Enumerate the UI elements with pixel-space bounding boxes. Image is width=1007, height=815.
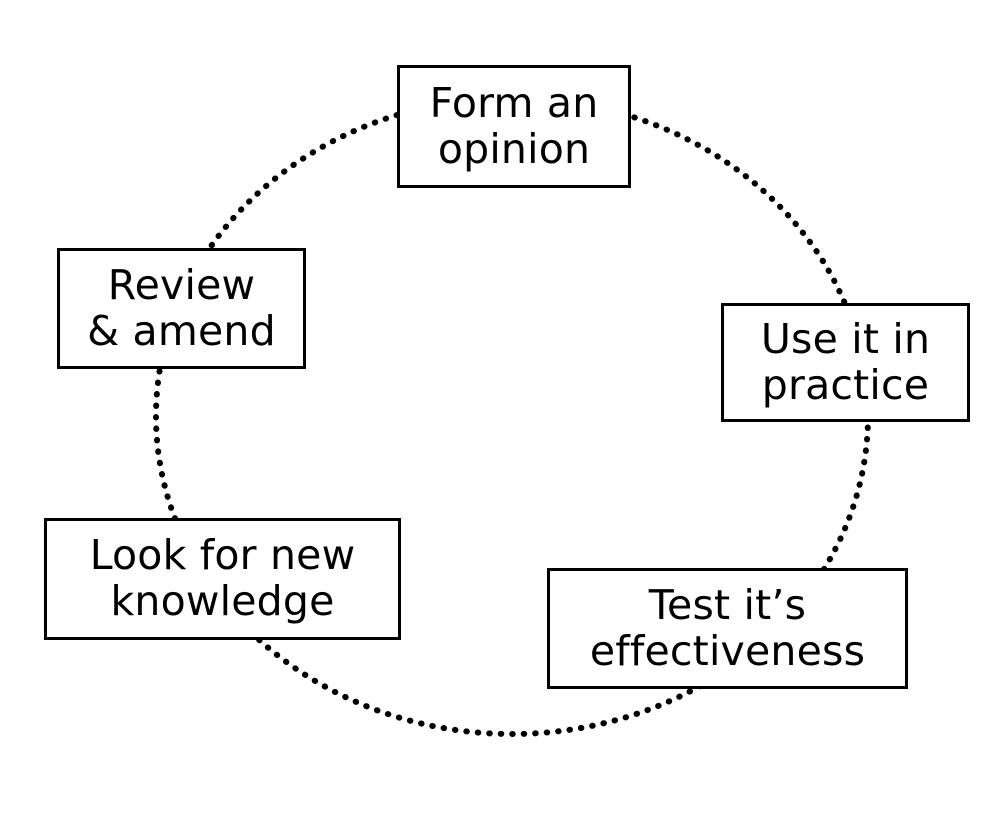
node-form-an-opinion[interactable]: Form an opinion xyxy=(397,65,631,188)
node-use-it-in-practice[interactable]: Use it in practice xyxy=(721,303,970,422)
node-label: Look for new knowledge xyxy=(89,531,356,625)
node-label: Test it’s effectiveness xyxy=(589,580,866,675)
node-label: Use it in practice xyxy=(760,314,931,409)
node-review-and-amend[interactable]: Review & amend xyxy=(57,248,306,369)
node-label: Review & amend xyxy=(87,260,276,355)
node-test-its-effectiveness[interactable]: Test it’s effectiveness xyxy=(547,568,908,689)
node-look-for-new-knowledge[interactable]: Look for new knowledge xyxy=(44,518,401,640)
node-label: Form an opinion xyxy=(429,78,599,173)
